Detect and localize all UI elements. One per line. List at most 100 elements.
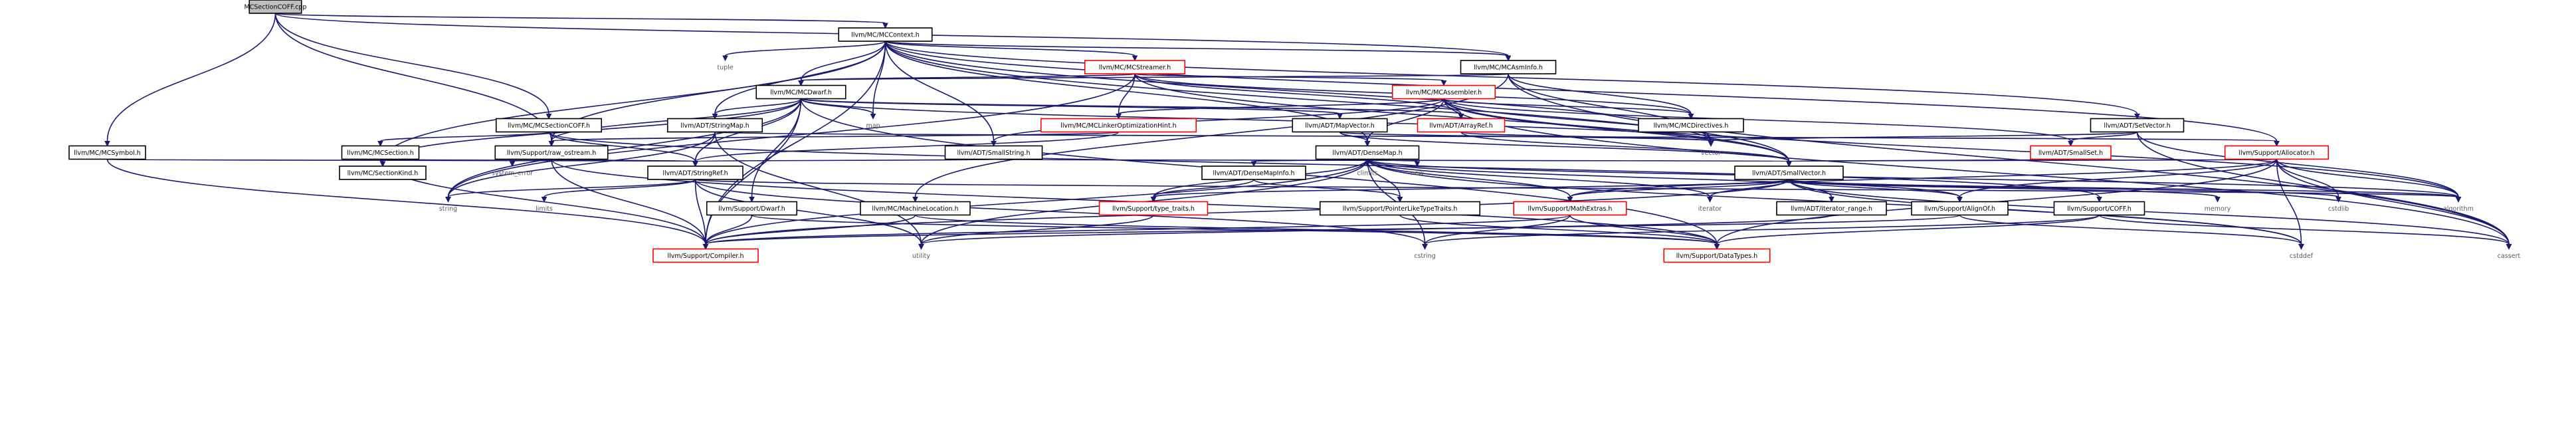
arrowhead-allocator-to-smallvector <box>1786 161 1792 167</box>
node-label-alignof: llvm/Support/AlignOf.h <box>1924 205 1995 213</box>
node-allocator[interactable]: llvm/Support/Allocator.h <box>2224 145 2329 160</box>
node-mcdirectives[interactable]: llvm/MC/MCDirectives.h <box>1638 118 1744 133</box>
edge-mccontext-to-allocator <box>884 41 2278 142</box>
edge-mcdwarf-to-stringmap <box>714 98 802 115</box>
edge-mcstreamer-to-string <box>447 73 1136 197</box>
node-mathextras[interactable]: llvm/Support/MathExtras.h <box>1513 201 1627 216</box>
node-cstdlib: cstdlib <box>2328 205 2349 213</box>
edge-coff-to-cassert <box>2098 214 2510 245</box>
edge-mcsectioncoff-to-coff <box>548 131 2100 198</box>
node-label-cstddef: cstddef <box>2290 253 2314 260</box>
node-mcsectionkind[interactable]: llvm/MC/SectionKind.h <box>339 165 427 180</box>
node-densemapinfo[interactable]: llvm/ADT/DenseMapInfo.h <box>1201 165 1306 180</box>
node-compiler[interactable]: llvm/Support/Compiler.h <box>652 248 759 263</box>
node-mclinkeropt[interactable]: llvm/MC/MCLinkerOptimizationHint.h <box>1040 118 1197 133</box>
node-label-smallset: llvm/ADT/SmallSet.h <box>2038 150 2103 157</box>
node-mcsection[interactable]: llvm/MC/MCSection.h <box>341 145 420 160</box>
node-mcstreamer[interactable]: llvm/MC/MCStreamer.h <box>1084 60 1186 74</box>
node-rawostream[interactable]: llvm/Support/raw_ostream.h <box>494 145 609 160</box>
arrowhead-coff-to-cstring <box>1422 244 1428 250</box>
node-datatypes[interactable]: llvm/Support/DataTypes.h <box>1663 248 1771 263</box>
node-setvector[interactable]: llvm/ADT/SetVector.h <box>2090 118 2185 133</box>
node-mcmachineloc[interactable]: llvm/MC/MachineLocation.h <box>860 201 971 216</box>
edge-mcassembler-to-smallset <box>1443 98 2072 142</box>
node-label-mccontext: llvm/MC/MCContext.h <box>851 32 919 39</box>
node-box-setvector <box>2090 118 2185 133</box>
node-dwarf[interactable]: llvm/Support/Dwarf.h <box>706 201 798 216</box>
node-label-mcdirectives: llvm/MC/MCDirectives.h <box>1654 122 1729 130</box>
arrowhead-mcdwarf-to-dwarf <box>749 197 755 203</box>
edge-rawostream-to-compiler <box>551 159 706 245</box>
edge-mcassembler-to-cassert <box>1443 98 2510 245</box>
node-label-arrayref: llvm/ADT/ArrayRef.h <box>1429 122 1492 130</box>
node-box-mcdirectives <box>1638 118 1744 133</box>
arrowhead-densemapinfo-to-pointerlike <box>1397 197 1403 203</box>
arrowhead-smallstring-to-stringref <box>692 161 698 167</box>
node-box-mathextras <box>1513 201 1627 216</box>
node-box-stringmap <box>666 118 763 133</box>
node-arrayref[interactable]: llvm/ADT/ArrayRef.h <box>1417 118 1506 133</box>
node-label-utility: utility <box>912 253 930 260</box>
node-label-iteratorrange: llvm/ADT/iterator_range.h <box>1791 205 1872 213</box>
node-mcsectioncoff[interactable]: llvm/MC/MCSectionCOFF.h <box>495 118 603 133</box>
node-mccontext[interactable]: llvm/MC/MCContext.h <box>838 27 933 42</box>
edge-stringmap-to-stringref <box>694 132 716 162</box>
node-label-cstring: cstring <box>1414 253 1436 260</box>
node-box-mcsection <box>341 145 420 160</box>
node-mcasminfo[interactable]: llvm/MC/MCAsmInfo.h <box>1460 60 1557 74</box>
node-box-dwarf <box>706 201 798 216</box>
node-label-iterator: iterator <box>1698 205 1722 213</box>
node-iteratorrange[interactable]: llvm/ADT/iterator_range.h <box>1776 201 1887 216</box>
edge-densemap-to-mathextras <box>1367 159 1571 197</box>
edge-setvector-to-vector <box>1710 131 2138 142</box>
node-coff[interactable]: llvm/Support/COFF.h <box>2053 201 2145 216</box>
arrowhead-smallvector-to-typetraits <box>1150 197 1157 203</box>
node-cstddef: cstddef <box>2290 253 2314 260</box>
node-densemap[interactable]: llvm/ADT/DenseMap.h <box>1315 145 1420 160</box>
edge-mathextras-to-compiler <box>705 214 1571 245</box>
edge-mcsymbol-to-compiler <box>106 159 706 245</box>
node-box-mccontext <box>838 27 933 42</box>
arrowhead-stringref-to-limits <box>541 197 547 203</box>
node-stringref[interactable]: llvm/ADT/StringRef.h <box>647 165 743 180</box>
edge-mccontext-to-mcdwarf <box>800 41 886 81</box>
arrowhead-mcassembler-to-mclinkeropt <box>1116 114 1122 120</box>
node-smallvector[interactable]: llvm/ADT/SmallVector.h <box>1734 165 1844 180</box>
node-box-mcstreamer <box>1084 60 1186 74</box>
edge-mccontext-to-mcasminfo <box>884 41 1509 56</box>
node-label-mcsymbol: llvm/MC/MCSymbol.h <box>74 150 141 157</box>
node-label-allocator: llvm/Support/Allocator.h <box>2238 150 2314 157</box>
node-mcsymbol[interactable]: llvm/MC/MCSymbol.h <box>68 145 146 160</box>
node-stringmap[interactable]: llvm/ADT/StringMap.h <box>666 118 763 133</box>
edge-dwarf-to-compiler <box>705 215 753 245</box>
edge-densemapinfo-to-typetraits <box>1153 179 1254 198</box>
arrowhead-mcdwarf-to-map <box>870 114 876 120</box>
arrowhead-cpp-to-mcsymbol <box>104 141 110 147</box>
node-label-rawostream: llvm/Support/raw_ostream.h <box>507 150 597 157</box>
node-pointerlike[interactable]: llvm/Support/PointerLikeTypeTraits.h <box>1319 201 1481 216</box>
arrowhead-densemap-to-densemapinfo <box>1250 161 1257 167</box>
node-mcassembler[interactable]: llvm/MC/MCAssembler.h <box>1391 84 1496 100</box>
node-label-mcstreamer: llvm/MC/MCStreamer.h <box>1099 64 1171 72</box>
node-label-smallvector: llvm/ADT/SmallVector.h <box>1752 170 1826 177</box>
node-typetraits[interactable]: llvm/Support/type_traits.h <box>1098 201 1209 216</box>
node-box-mclinkeropt <box>1040 118 1197 133</box>
node-mcdwarf[interactable]: llvm/MC/MCDwarf.h <box>755 84 846 100</box>
node-box-coff <box>2053 201 2145 216</box>
node-smallstring[interactable]: llvm/ADT/SmallString.h <box>944 145 1043 160</box>
arrowhead-coff-to-datatypes <box>1714 244 1720 250</box>
node-tuple: tuple <box>717 64 733 72</box>
edge-setvector-to-smallset <box>2070 131 2138 142</box>
node-label-vector: vector <box>1701 150 1721 157</box>
edge-stringref-to-limits <box>544 179 696 198</box>
node-label-mcsection: llvm/MC/MCSection.h <box>347 150 414 157</box>
node-alignof[interactable]: llvm/Support/AlignOf.h <box>1911 201 2009 216</box>
edge-mcassembler-to-algorithm <box>1443 98 2459 197</box>
arrowhead-stringref-to-string <box>445 197 451 203</box>
arrowhead-cpp-to-mcsectioncoff <box>545 114 552 120</box>
node-smallset[interactable]: llvm/ADT/SmallSet.h <box>2030 145 2112 160</box>
node-algorithm: algorithm <box>2443 205 2474 213</box>
node-cpp[interactable]: MCSectionCOFF.cpp <box>245 0 307 14</box>
node-mapvector[interactable]: llvm/ADT/MapVector.h <box>1292 118 1388 133</box>
